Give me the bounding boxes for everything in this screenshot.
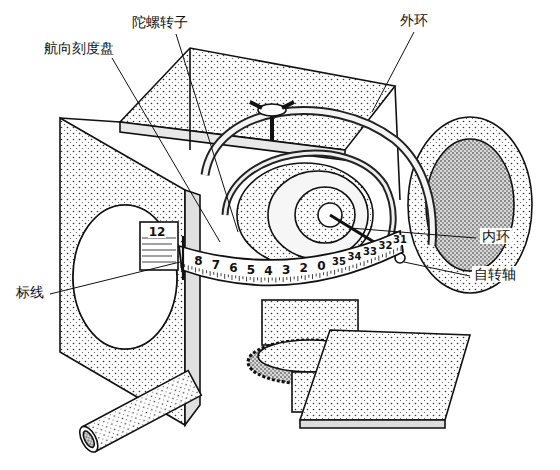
scale-tick (352, 265, 353, 268)
scale-tick (294, 276, 295, 279)
scale-tick (290, 277, 291, 282)
scale-tick (323, 272, 324, 275)
scale-tick (286, 277, 287, 280)
scale-tick (308, 275, 309, 278)
scale-tick (184, 264, 185, 267)
scale-tick (349, 266, 350, 271)
scale-tick (397, 248, 398, 251)
scale-tick (188, 265, 189, 270)
scale-tick (228, 274, 229, 277)
scale-tick (206, 270, 207, 273)
scale-tick (371, 259, 372, 264)
scale-tick (275, 277, 276, 282)
scale-tick (338, 269, 339, 272)
scale-tick (301, 276, 302, 279)
scale-tick (195, 267, 196, 272)
scale-tick (334, 270, 335, 275)
part-label: 标线 (14, 284, 46, 300)
scale-number: 2 (299, 262, 309, 274)
scale-tick (250, 277, 251, 280)
scale-tick (224, 274, 225, 279)
part-label: 陀螺转子 (130, 14, 190, 30)
scale-number: 8 (193, 255, 203, 267)
scale-tick (283, 277, 284, 282)
scale-tick (253, 277, 254, 282)
scale-tick (202, 269, 203, 274)
scale-tick (297, 276, 298, 281)
scale-number: 5 (246, 264, 256, 276)
scale-tick (246, 277, 247, 282)
scale-number: 3 (281, 264, 291, 276)
scale-tick (210, 271, 211, 276)
scale-tick (312, 274, 313, 279)
scale-tick (327, 271, 328, 276)
part-label: 外环 (398, 12, 430, 28)
scale-tick (231, 275, 232, 280)
scale-tick (305, 275, 306, 280)
scale-number: 6 (228, 262, 238, 274)
leader-lines (50, 32, 476, 294)
scale-tick (401, 246, 402, 251)
scale-tick (264, 278, 265, 281)
scale-tick (319, 273, 320, 278)
scale-tick (360, 262, 361, 265)
scale-tick (279, 277, 280, 280)
scale-tick (341, 268, 342, 273)
scale-tick (375, 257, 376, 260)
scale-tick (181, 263, 182, 268)
scale-tick (257, 277, 258, 280)
scale-tick (221, 273, 222, 276)
scale-tick (364, 261, 365, 266)
scale-tick (378, 256, 379, 261)
scale-number: 4 (263, 265, 273, 277)
scale-tick (268, 278, 269, 283)
part-label: 航向刻度盘 (42, 40, 116, 56)
scale-tick (330, 271, 331, 274)
scale-tick (386, 253, 387, 258)
scale-number: 0 (316, 260, 326, 272)
scale-tick (367, 260, 368, 263)
scale-tick (345, 267, 346, 270)
scale-tick (242, 276, 243, 279)
scale-number: 12 (148, 226, 167, 238)
scale-tick (316, 274, 317, 277)
scale-number: 31 (392, 235, 408, 245)
scale-tick (272, 278, 273, 281)
scale-number: 34 (347, 252, 363, 262)
scale-tick (213, 272, 214, 275)
scale-tick (261, 277, 262, 282)
scale-number: 33 (362, 247, 378, 257)
scale-tick (217, 273, 218, 278)
scale-number: 35 (331, 257, 347, 267)
scale-tick (199, 268, 200, 271)
scale-tick (356, 264, 357, 269)
scale-tick (389, 251, 390, 254)
part-label: 内环 (480, 228, 512, 244)
part-label: 自转轴 (472, 266, 518, 282)
scale-tick (235, 275, 236, 278)
illustration-body (60, 48, 532, 455)
scale-tick (239, 276, 240, 281)
scale-number: 7 (211, 259, 221, 271)
scale-tick (191, 266, 192, 269)
scale-tick (382, 254, 383, 257)
